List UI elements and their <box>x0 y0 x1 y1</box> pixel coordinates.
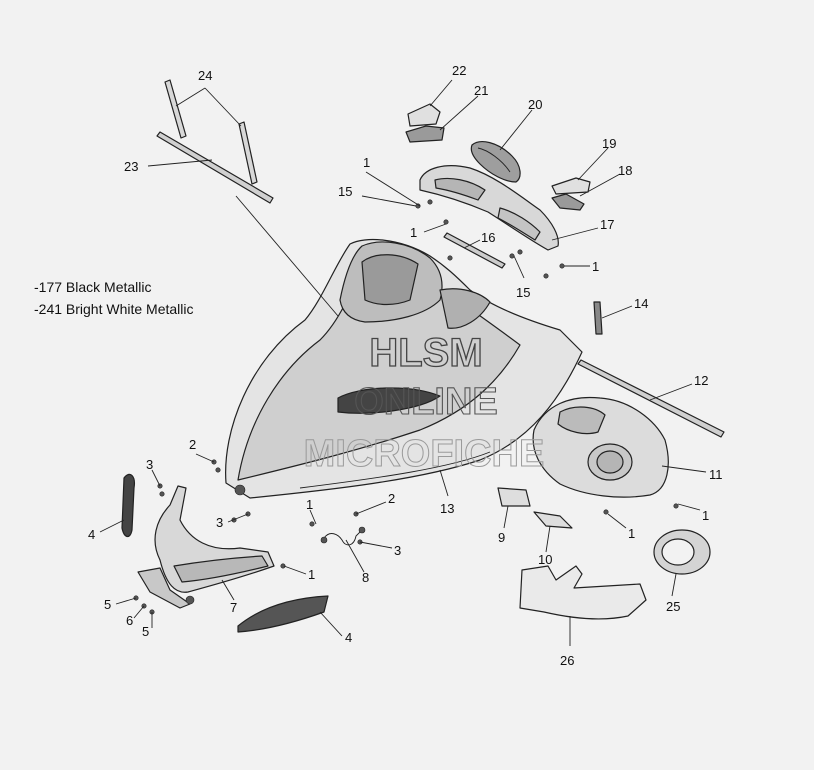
part-25-grommet <box>653 529 711 575</box>
part-13-hood <box>225 238 583 499</box>
part-24-trim-strips <box>164 79 258 185</box>
part-8-wire-harness <box>320 526 366 546</box>
callout-1-headlight: 1 <box>628 526 635 541</box>
part-7-front-support <box>137 485 275 609</box>
callout-1-mid: 1 <box>410 225 417 240</box>
callout-1-support: 1 <box>308 567 315 582</box>
callout-18: 18 <box>618 163 632 178</box>
part-14-clip <box>593 301 603 335</box>
callout-7: 7 <box>230 600 237 615</box>
callout-2-left: 2 <box>189 437 196 452</box>
callout-1-right: 1 <box>592 259 599 274</box>
part-16-strip <box>443 232 506 269</box>
part-9-trim <box>497 487 531 507</box>
callout-22: 22 <box>452 63 466 78</box>
part-26-plate <box>519 565 647 620</box>
callout-6: 6 <box>126 613 133 628</box>
legend-item-black-metallic: -177 Black Metallic <box>34 279 152 295</box>
callout-8: 8 <box>362 570 369 585</box>
callout-11: 11 <box>709 467 723 482</box>
callout-5-bottom: 5 <box>142 624 149 639</box>
part-4-grille-bottom <box>237 595 329 633</box>
watermark-line-3: MICROFICHE <box>304 433 545 475</box>
part-21-bracket <box>405 125 445 143</box>
legend-item-white-metallic: -241 Bright White Metallic <box>34 301 194 317</box>
callout-20: 20 <box>528 97 542 112</box>
watermark-line-2: ONLINE <box>354 381 498 423</box>
part-20-gauge <box>470 141 521 183</box>
callout-3-left: 3 <box>146 457 153 472</box>
callout-25: 25 <box>666 599 680 614</box>
part-17-dash-panel <box>419 165 559 251</box>
callout-4-left: 4 <box>88 527 95 542</box>
callout-13: 13 <box>440 501 454 516</box>
callout-16: 16 <box>481 230 495 245</box>
callout-9: 9 <box>498 530 505 545</box>
callout-3-center: 3 <box>216 515 223 530</box>
callout-5-left: 5 <box>104 597 111 612</box>
callout-2-wire: 2 <box>388 491 395 506</box>
callout-19: 19 <box>602 136 616 151</box>
watermark: HLSM ONLINE MICROFICHE <box>303 330 545 475</box>
callout-4-bottom: 4 <box>345 630 352 645</box>
part-10-trim <box>533 511 573 529</box>
part-12-trim-rod <box>577 359 725 438</box>
callout-21: 21 <box>474 83 488 98</box>
callout-1-top: 1 <box>363 155 370 170</box>
callout-10: 10 <box>538 552 552 567</box>
callout-1-far-right: 1 <box>702 508 709 523</box>
callout-12: 12 <box>694 373 708 388</box>
part-22-cover <box>407 103 441 127</box>
part-11-headlight-housing <box>532 396 669 498</box>
callout-1-wire: 1 <box>306 497 313 512</box>
part-4-grille-left <box>121 473 135 538</box>
watermark-line-1: HLSM <box>369 331 482 375</box>
callout-26: 26 <box>560 653 574 668</box>
part-18-bracket <box>551 193 585 211</box>
part-23-trim-strip <box>156 131 274 204</box>
callout-14: 14 <box>634 296 648 311</box>
callout-23: 23 <box>124 159 138 174</box>
callout-15-bottom: 15 <box>516 285 530 300</box>
callout-15-top: 15 <box>338 184 352 199</box>
color-legend: -177 Black Metallic -241 Bright White Me… <box>34 279 194 317</box>
part-19-cover <box>551 177 591 195</box>
callout-3-wire: 3 <box>394 543 401 558</box>
callout-17: 17 <box>600 217 614 232</box>
leader-lines <box>99 79 707 646</box>
callout-24: 24 <box>198 68 212 83</box>
callout-labels: 24 23 22 21 20 19 18 17 16 15 15 1 1 1 1… <box>88 63 723 668</box>
